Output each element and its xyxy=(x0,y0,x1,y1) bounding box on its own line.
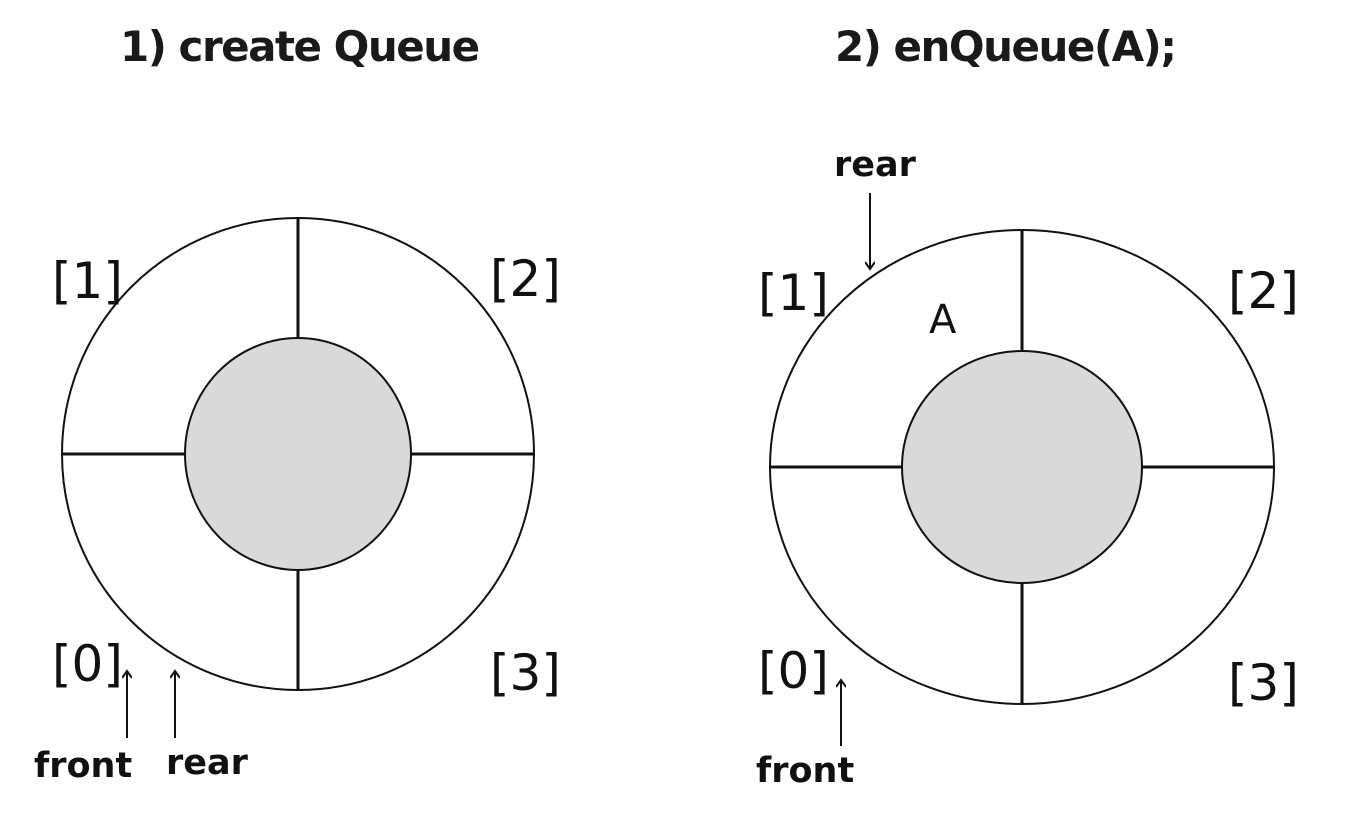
queue-1-front-label: front xyxy=(34,746,132,786)
queue-2-index-2: [2] xyxy=(1228,262,1299,320)
queue-2-index-3: [3] xyxy=(1228,654,1299,712)
circular-queue-1: [1] [2] [0] [3] front rear xyxy=(34,217,561,786)
diagram-2-title: 2) enQueue(A); xyxy=(835,22,1177,71)
queue-1-index-1: [1] xyxy=(52,252,123,310)
queue-1-center-hub xyxy=(184,337,412,571)
queue-2-front-label: front xyxy=(756,751,854,791)
queue-2-center-hub xyxy=(901,350,1143,584)
queue-2-slot-1-value: A xyxy=(929,297,957,343)
queue-2-index-0: [0] xyxy=(758,642,829,700)
circular-queue-2: [1] [2] [0] [3] A rear front xyxy=(756,145,1299,791)
diagram-1-title: 1) create Queue xyxy=(120,22,480,71)
queue-1-index-0: [0] xyxy=(52,635,123,693)
queue-2-index-1: [1] xyxy=(758,264,829,322)
queue-2-rear-label: rear xyxy=(834,145,917,185)
queue-1-index-3: [3] xyxy=(490,644,561,702)
queue-1-index-2: [2] xyxy=(490,250,561,308)
queue-1-rear-label: rear xyxy=(166,743,249,783)
